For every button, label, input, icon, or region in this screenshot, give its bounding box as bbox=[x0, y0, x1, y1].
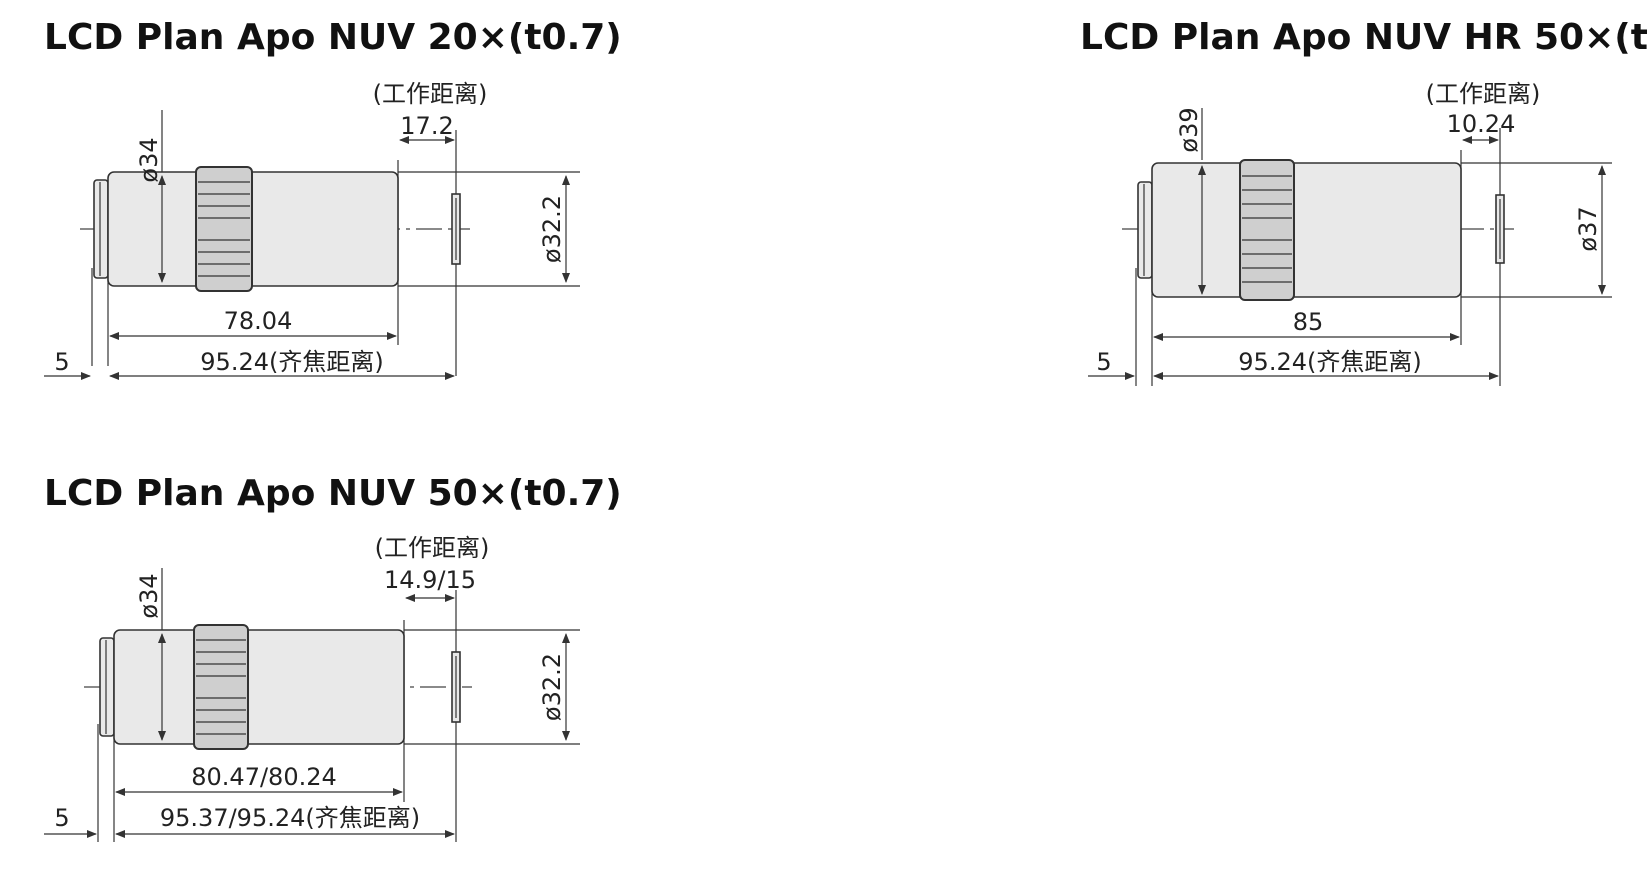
label-wd-value: 10.24 bbox=[1447, 110, 1516, 138]
label-tube-diameter: ø32.2 bbox=[538, 195, 566, 263]
objective-title: LCD Plan Apo NUV 50×(t0.7) bbox=[44, 473, 622, 514]
label-body-diameter: ø39 bbox=[1175, 107, 1203, 152]
objective-nuv20: LCD Plan Apo NUV 20×(t0.7) bbox=[44, 17, 622, 380]
label-working-distance: (工作距离) bbox=[1426, 80, 1541, 108]
mount-thread bbox=[1137, 181, 1153, 279]
label-tube-diameter: ø32.2 bbox=[538, 653, 566, 721]
label-length: 78.04 bbox=[224, 307, 293, 335]
objective-title: LCD Plan Apo NUV HR 50×(t0.7) bbox=[1080, 17, 1647, 58]
knurled-ring bbox=[193, 624, 249, 750]
label-working-distance: (工作距离) bbox=[375, 534, 490, 562]
mount-thread bbox=[99, 637, 115, 737]
mount-thread bbox=[93, 179, 109, 279]
knurled-ring bbox=[1239, 159, 1295, 301]
label-working-distance: (工作距离) bbox=[373, 80, 488, 108]
label-offset: 5 bbox=[1096, 348, 1111, 376]
label-wd-value: 17.2 bbox=[400, 112, 453, 140]
objective-barrel bbox=[113, 629, 405, 745]
knurled-ring bbox=[195, 166, 253, 292]
label-body-diameter: ø34 bbox=[135, 137, 163, 182]
label-offset: 5 bbox=[54, 804, 69, 832]
label-parfocal: 95.24(齐焦距离) bbox=[1238, 348, 1421, 376]
label-offset: 5 bbox=[54, 348, 69, 376]
label-length: 85 bbox=[1293, 308, 1324, 336]
label-length: 80.47/80.24 bbox=[191, 763, 337, 791]
label-body-diameter: ø34 bbox=[135, 573, 163, 618]
label-parfocal: 95.24(齐焦距离) bbox=[200, 348, 383, 376]
objective-nuv50: LCD Plan Apo NUV 50×(t0.7) bbox=[44, 473, 622, 842]
objective-barrel bbox=[1151, 162, 1462, 298]
objective-title: LCD Plan Apo NUV 20×(t0.7) bbox=[44, 17, 622, 58]
label-wd-value: 14.9/15 bbox=[384, 566, 476, 594]
label-parfocal: 95.37/95.24(齐焦距离) bbox=[160, 804, 420, 832]
label-tube-diameter: ø37 bbox=[1574, 206, 1602, 251]
objective-nuvhr50: LCD Plan Apo NUV HR 50×(t0.7) bbox=[1080, 17, 1647, 386]
